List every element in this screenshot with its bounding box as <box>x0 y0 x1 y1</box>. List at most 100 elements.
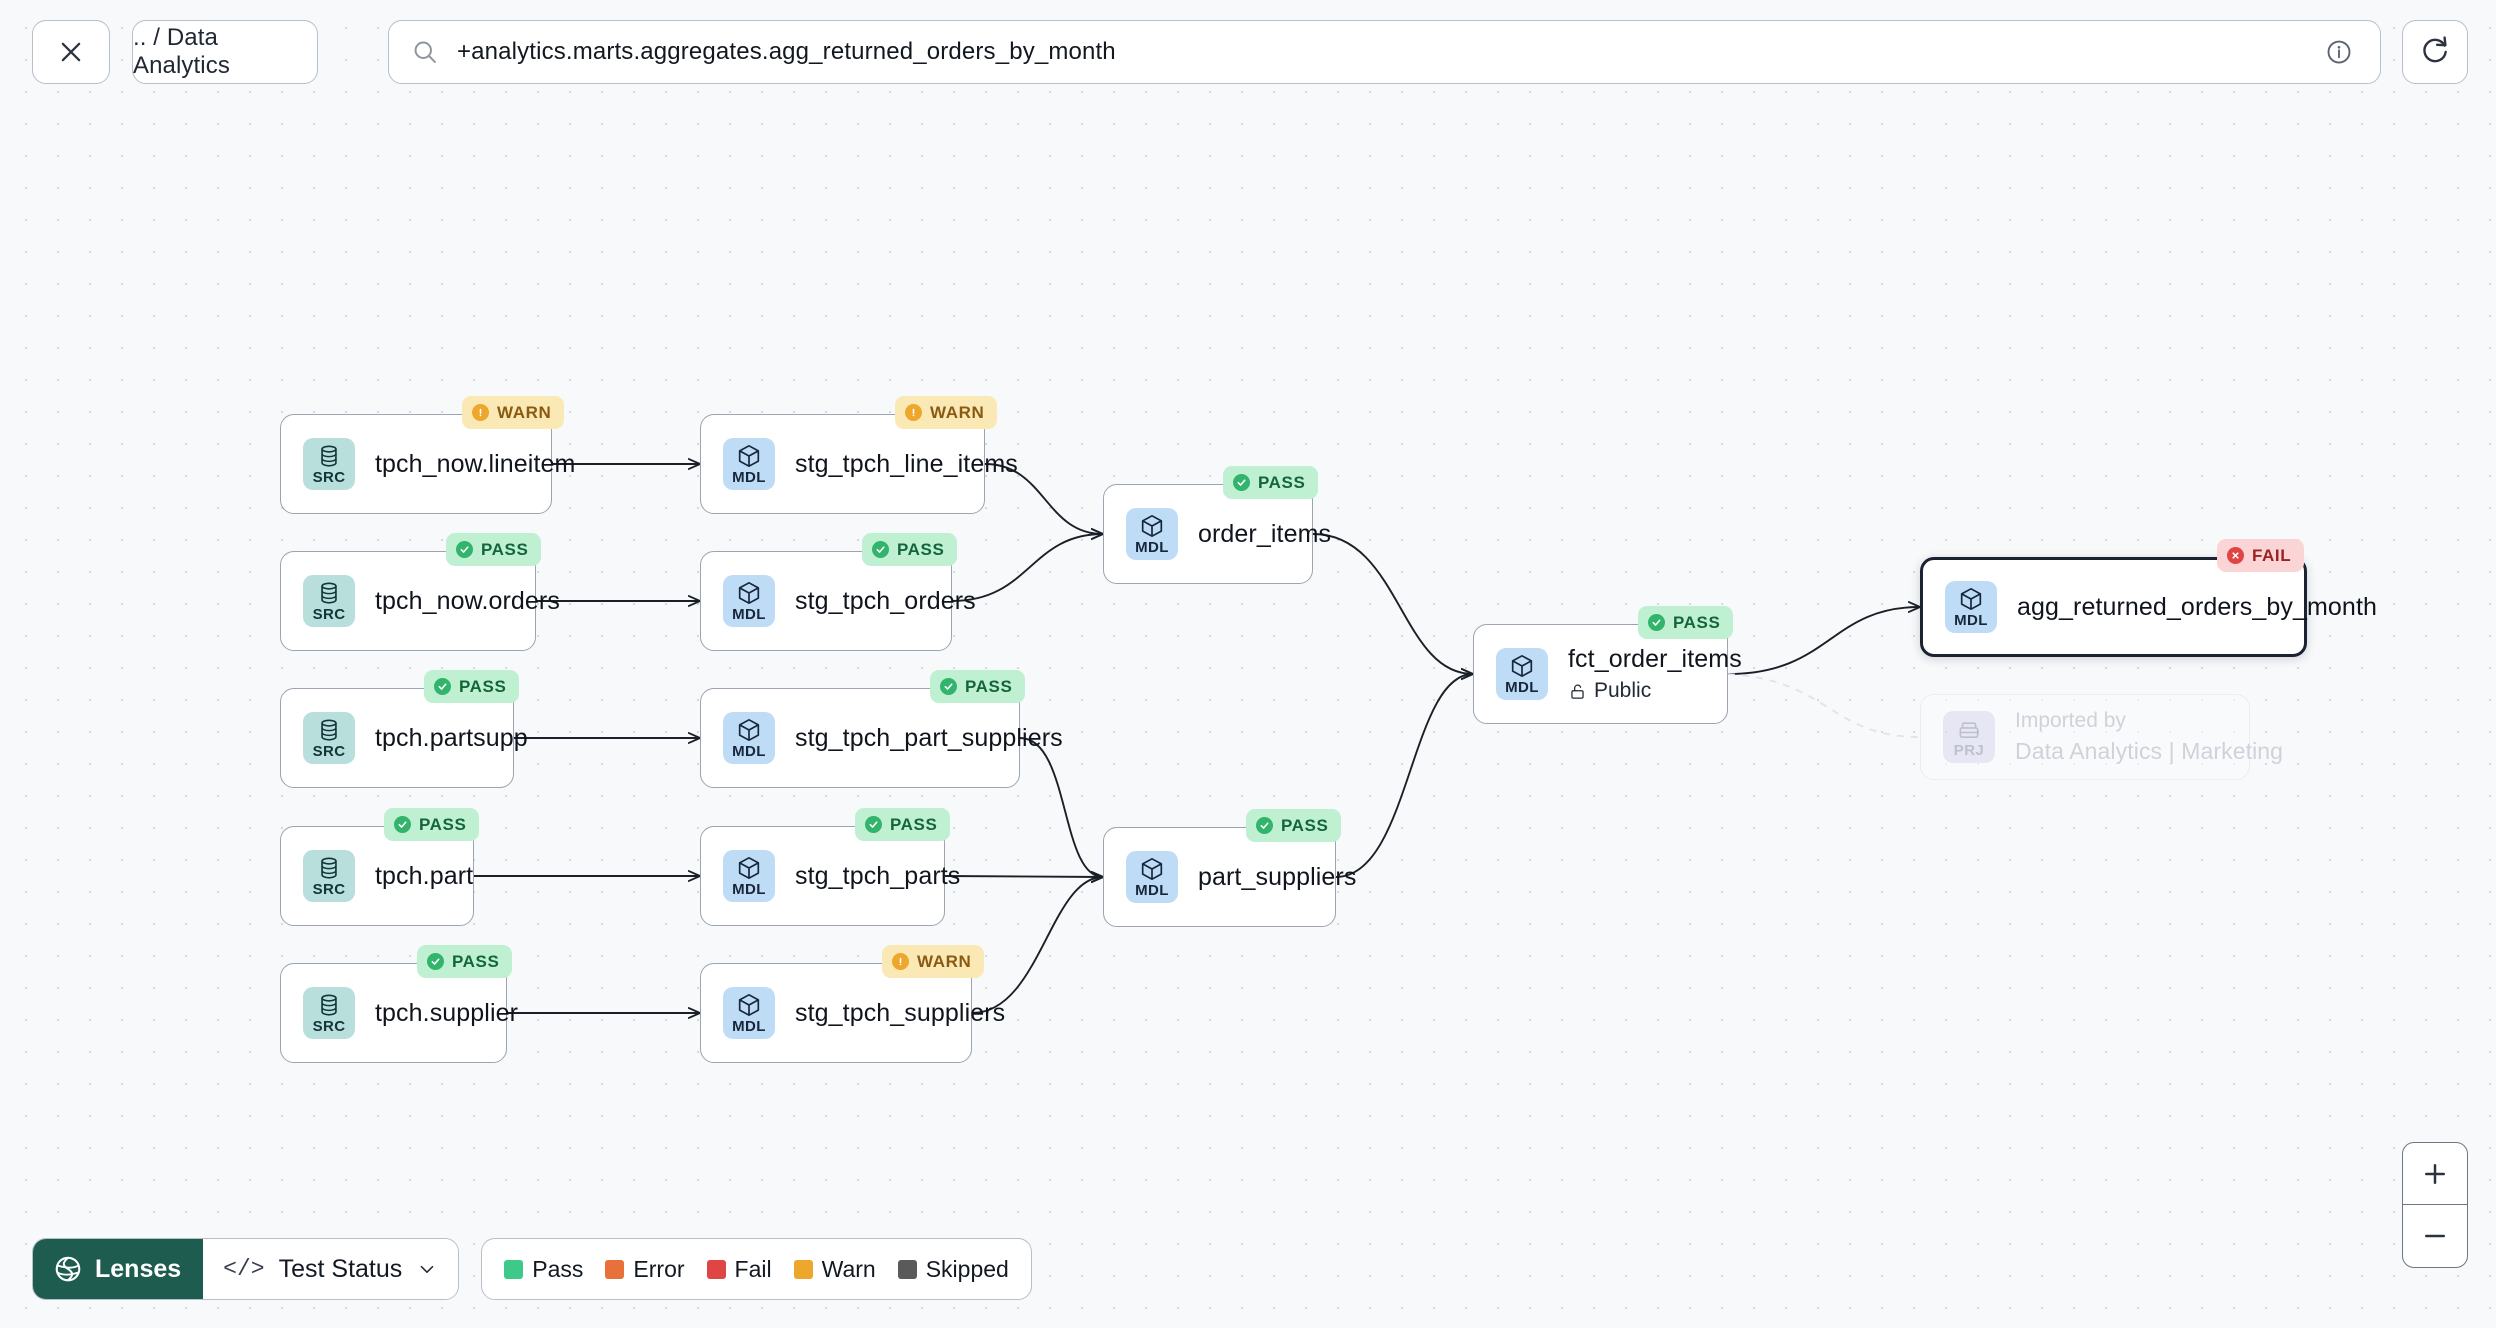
node-title: Data Analytics | Marketing <box>2015 738 2284 764</box>
search-input[interactable]: +analytics.marts.aggregates.agg_returned… <box>457 38 1116 65</box>
top-toolbar: .. / Data Analytics +analytics.marts.agg… <box>0 0 2496 120</box>
cube-icon <box>738 581 760 605</box>
node-title: fct_order_items <box>1568 645 1742 673</box>
lenses-label: Lenses <box>95 1254 182 1283</box>
node-type-badge-src: SRC <box>303 575 355 627</box>
node-text-block: tpch_now.lineitem <box>375 450 575 479</box>
status-dot <box>427 953 444 970</box>
node-type-label: MDL <box>1135 539 1169 556</box>
status-dot <box>892 953 909 970</box>
node-title: stg_tpch_orders <box>795 586 976 615</box>
legend-item-pass[interactable]: Pass <box>504 1256 583 1283</box>
node-type-label: SRC <box>312 881 346 898</box>
node-visibility-label: Public <box>1594 679 1652 702</box>
cube-icon <box>738 993 760 1017</box>
node-title: tpch_now.orders <box>375 586 560 615</box>
graph-node-stg_tpch_parts[interactable]: MDL stg_tpch_parts <box>700 826 960 926</box>
graph-node-tpch_now_orders[interactable]: SRC tpch_now.orders <box>280 551 560 651</box>
status-dot <box>472 404 489 421</box>
search-bar[interactable]: +analytics.marts.aggregates.agg_returned… <box>388 20 2381 84</box>
cube-icon <box>738 718 760 742</box>
graph-node-tpch_now_lineitem[interactable]: SRC tpch_now.lineitem <box>280 414 575 514</box>
legend-item-warn[interactable]: Warn <box>793 1255 876 1283</box>
node-text-block: order_items <box>1198 519 1332 549</box>
status-badge-warn[interactable]: WARN <box>882 945 985 978</box>
node-type-badge-mdl: MDL <box>1945 581 1997 633</box>
info-button[interactable] <box>2324 37 2354 67</box>
graph-node-order_items[interactable]: MDL order_items <box>1103 484 1332 584</box>
legend-label: Error <box>633 1255 685 1282</box>
status-badge-warn[interactable]: WARN <box>895 396 998 429</box>
exclamation-glyph <box>912 408 915 417</box>
check-glyph <box>1237 479 1246 486</box>
lenses-button[interactable]: Lenses <box>33 1239 204 1299</box>
node-text-block: stg_tpch_line_items <box>795 450 1018 479</box>
status-badge-pass[interactable]: PASS <box>1246 809 1342 842</box>
zoom-in-button[interactable] <box>2403 1143 2467 1205</box>
test-status-dropdown[interactable]: </> Test Status <box>203 1239 459 1299</box>
legend-swatch-fail <box>706 1259 726 1279</box>
info-icon <box>2327 40 2351 64</box>
node-type-badge-mdl: MDL <box>723 850 775 902</box>
status-badge-fail[interactable]: FAIL <box>2217 539 2305 572</box>
node-title: order_items <box>1198 519 1332 548</box>
cross-glyph <box>2232 552 2239 559</box>
legend-item-fail[interactable]: Fail <box>706 1256 772 1283</box>
status-dot <box>865 816 882 833</box>
legend-swatch-pass <box>504 1259 524 1279</box>
status-badge-pass[interactable]: PASS <box>855 808 951 841</box>
status-badge-pass[interactable]: PASS <box>424 670 520 703</box>
code-icon: </> <box>223 1256 265 1282</box>
node-type-badge-src: SRC <box>303 850 355 902</box>
node-title: stg_tpch_part_suppliers <box>795 723 1063 752</box>
status-label: PASS <box>1281 815 1329 835</box>
status-badge-pass[interactable]: PASS <box>1223 466 1319 499</box>
node-text-block: stg_tpch_parts <box>795 862 960 891</box>
node-text-block: stg_tpch_orders <box>795 586 976 616</box>
refresh-button[interactable] <box>2402 20 2468 84</box>
status-dot <box>1256 817 1273 834</box>
status-badge-pass[interactable]: PASS <box>862 533 958 566</box>
status-badge-warn[interactable]: WARN <box>462 396 565 429</box>
node-type-label: MDL <box>732 606 766 623</box>
status-dot <box>1648 614 1665 631</box>
node-type-label: MDL <box>1135 882 1169 899</box>
graph-node-stg_tpch_line_items[interactable]: MDL stg_tpch_line_items <box>700 414 1018 514</box>
check-glyph <box>431 958 440 965</box>
lens-icon <box>55 1256 81 1282</box>
zoom-out-button[interactable] <box>2403 1205 2467 1267</box>
status-badge-pass[interactable]: PASS <box>1638 606 1734 639</box>
node-type-label: MDL <box>732 1018 766 1035</box>
node-type-badge-src: SRC <box>303 438 355 490</box>
node-type-label: MDL <box>1954 612 1988 629</box>
status-badge-pass[interactable]: PASS <box>384 808 480 841</box>
graph-node-stg_tpch_orders[interactable]: MDL stg_tpch_orders <box>700 551 976 651</box>
legend-item-skipped[interactable]: Skipped <box>897 1256 1009 1283</box>
close-button[interactable] <box>32 20 110 84</box>
legend-swatch-warn <box>793 1259 813 1279</box>
status-badge-pass[interactable]: PASS <box>930 670 1026 703</box>
node-title: tpch.partsupp <box>375 723 528 752</box>
breadcrumb[interactable]: .. / Data Analytics <box>132 20 318 84</box>
node-type-badge-mdl: MDL <box>1126 508 1178 560</box>
legend-label: Warn <box>821 1255 876 1282</box>
legend-label: Pass <box>532 1255 584 1282</box>
status-badge-pass[interactable]: PASS <box>446 533 542 566</box>
legend-item-error[interactable]: Error <box>605 1255 685 1283</box>
exclamation-glyph <box>899 957 902 966</box>
breadcrumb-label: .. / Data Analytics <box>133 24 230 79</box>
node-type-badge-mdl: MDL <box>723 438 775 490</box>
node-text-block: stg_tpch_part_suppliers <box>795 723 1063 753</box>
status-badge-pass[interactable]: PASS <box>417 945 513 978</box>
cube-icon <box>1141 514 1163 538</box>
